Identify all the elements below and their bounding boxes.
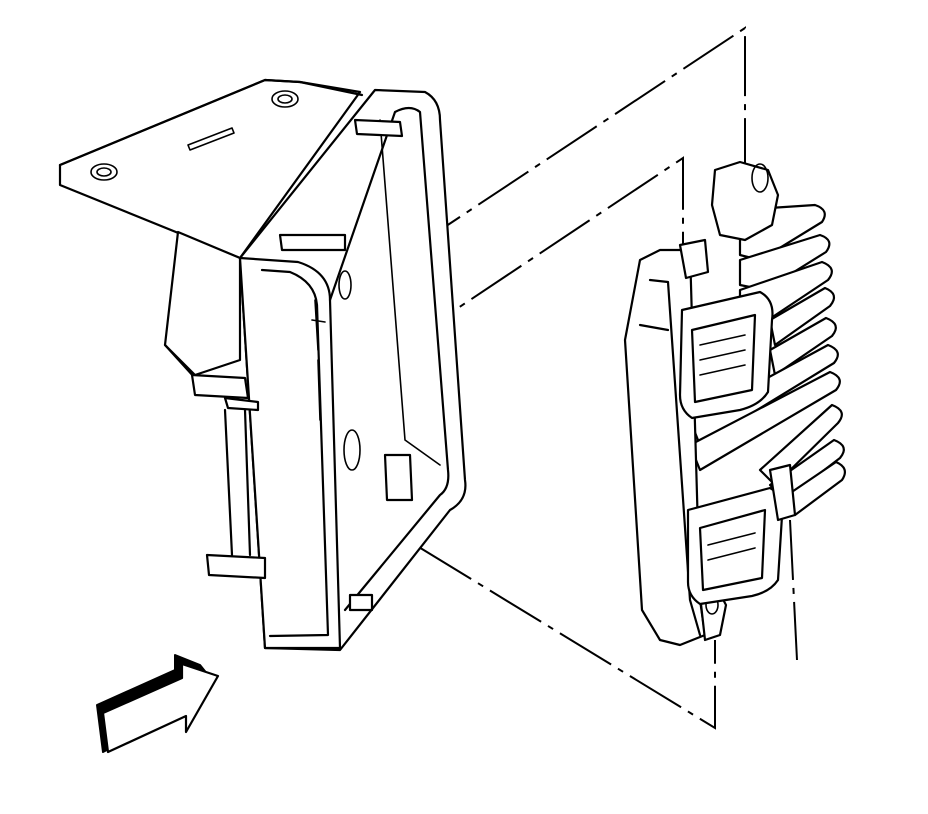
module-connector-lower: [686, 463, 797, 606]
alignment-line-top: [409, 26, 746, 251]
alignment-line-bottom-right: [789, 519, 798, 661]
view-direction-arrow: [96, 654, 220, 754]
mounting-bracket: [58, 78, 364, 380]
retainer-slot-1: [338, 270, 352, 300]
arrow-face: [101, 662, 220, 754]
bracket-slot: [187, 127, 235, 151]
module-mount-tab-top: [710, 160, 780, 242]
bracket-hole-right: [271, 90, 299, 108]
bracket-hole-left: [90, 163, 118, 181]
retainer-rail: [223, 408, 252, 557]
retainer-clip-left-2: [223, 396, 260, 412]
module-retainer: [190, 88, 467, 652]
retainer-clip-bottom: [383, 453, 414, 502]
alignment-line-lower: [349, 504, 716, 730]
retainer-clip-top-2: [278, 233, 347, 252]
retainer-clip-top-1: [353, 118, 404, 138]
retainer-slot-2: [343, 429, 361, 471]
retainer-clip-left-3: [205, 553, 267, 580]
retainer-front-face: [238, 256, 342, 650]
bracket-leg: [163, 230, 242, 377]
electronic-control-module: [623, 160, 846, 647]
retainer-clip-left-1: [190, 373, 250, 400]
module-connector-upper: [678, 238, 774, 420]
